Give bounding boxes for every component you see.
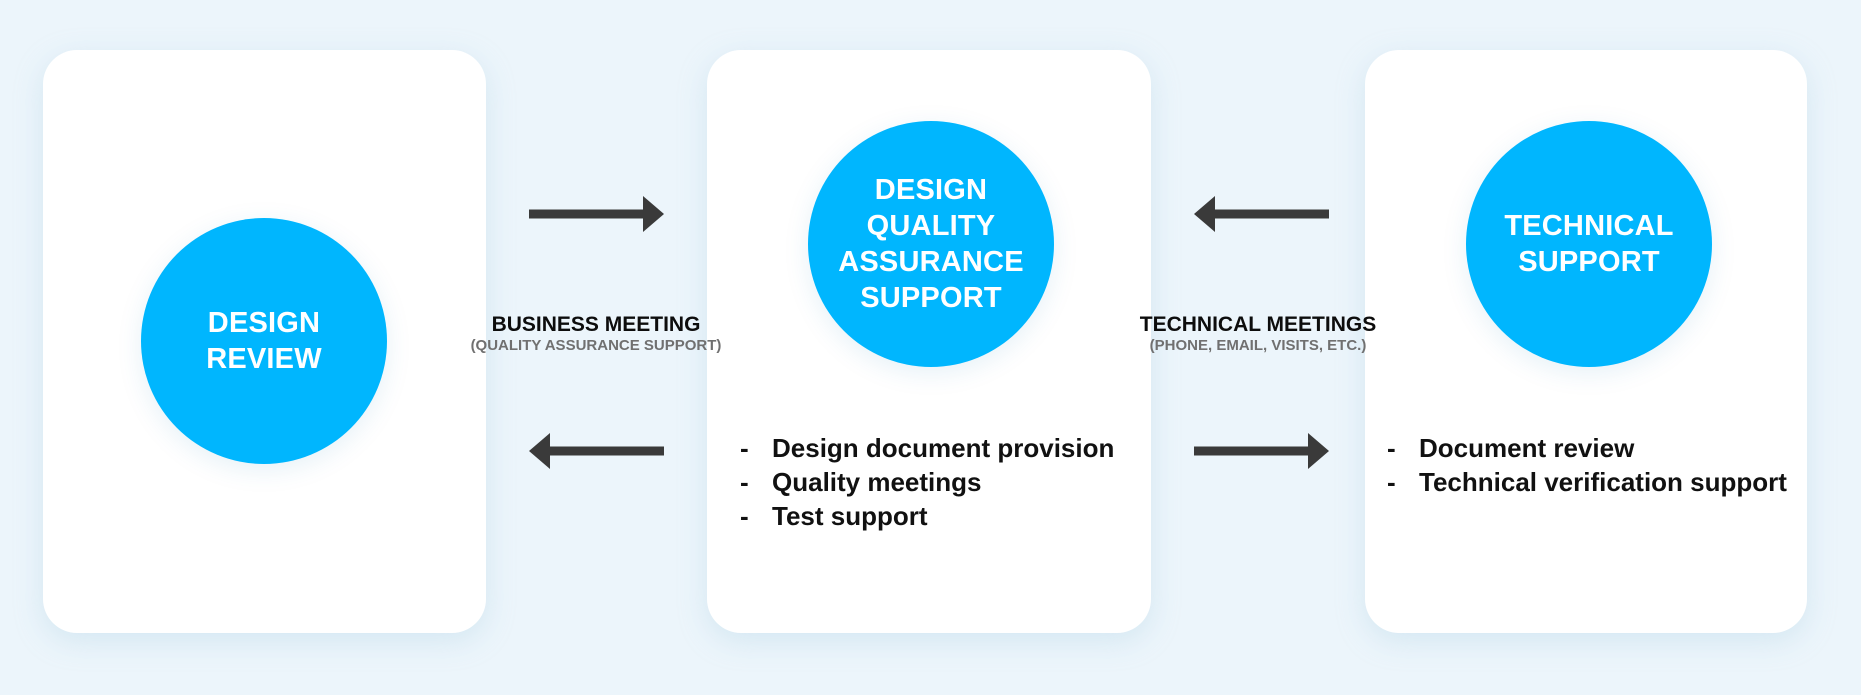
list-item-text: Document review bbox=[1419, 433, 1635, 463]
list-item-text: Design document provision bbox=[772, 433, 1115, 463]
node-title: DESIGN REVIEW bbox=[206, 305, 322, 377]
bullet-dash: - bbox=[740, 501, 749, 531]
list-item-text: Technical verification support bbox=[1419, 467, 1787, 497]
technical-support-item-list: - Document review - Technical verificati… bbox=[1387, 431, 1787, 499]
arrow-left-icon bbox=[1194, 195, 1329, 233]
technical-support-node: TECHNICAL SUPPORT bbox=[1466, 121, 1712, 367]
node-title: TECHNICAL SUPPORT bbox=[1504, 208, 1673, 280]
arrow-right-icon bbox=[1194, 432, 1329, 470]
qa-support-item-list: - Design document provision - Quality me… bbox=[740, 431, 1114, 533]
list-item: - Design document provision bbox=[740, 431, 1114, 465]
arrow-right-icon bbox=[529, 195, 664, 233]
connection-title: TECHNICAL MEETINGS bbox=[1139, 313, 1377, 336]
bullet-dash: - bbox=[740, 467, 749, 497]
technical-meetings-label: TECHNICAL MEETINGS (PHONE, EMAIL, VISITS… bbox=[1108, 313, 1408, 355]
design-review-card: DESIGN REVIEW bbox=[43, 50, 486, 633]
arrow-left-icon bbox=[529, 432, 664, 470]
node-title: DESIGN QUALITY ASSURANCE SUPPORT bbox=[838, 172, 1024, 316]
connection-subtitle: (QUALITY ASSURANCE SUPPORT) bbox=[470, 337, 722, 354]
node-title-line: SUPPORT bbox=[1518, 246, 1660, 278]
node-title-line: ASSURANCE bbox=[838, 246, 1024, 278]
list-item: - Technical verification support bbox=[1387, 465, 1787, 499]
node-title-line: DESIGN bbox=[207, 307, 321, 339]
connection-title: BUSINESS MEETING bbox=[491, 313, 701, 336]
node-title-line: TECHNICAL bbox=[1504, 210, 1674, 242]
bullet-dash: - bbox=[1387, 467, 1396, 497]
node-title-line: SUPPORT bbox=[860, 282, 1002, 314]
list-item-text: Test support bbox=[772, 501, 928, 531]
node-title-line: QUALITY bbox=[866, 210, 996, 242]
design-review-node: DESIGN REVIEW bbox=[141, 218, 387, 464]
list-item: - Quality meetings bbox=[740, 465, 1114, 499]
list-item-text: Quality meetings bbox=[772, 467, 982, 497]
bullet-dash: - bbox=[1387, 433, 1396, 463]
node-title-line: DESIGN bbox=[874, 174, 988, 206]
list-item: - Test support bbox=[740, 499, 1114, 533]
list-item: - Document review bbox=[1387, 431, 1787, 465]
bullet-dash: - bbox=[740, 433, 749, 463]
design-qa-support-node: DESIGN QUALITY ASSURANCE SUPPORT bbox=[808, 121, 1054, 367]
design-qa-support-card: DESIGN QUALITY ASSURANCE SUPPORT - Desig… bbox=[707, 50, 1151, 633]
technical-support-card: TECHNICAL SUPPORT - Document review - Te… bbox=[1365, 50, 1807, 633]
node-title-line: REVIEW bbox=[206, 343, 322, 375]
connection-subtitle: (PHONE, EMAIL, VISITS, ETC.) bbox=[1149, 337, 1367, 354]
business-meeting-label: BUSINESS MEETING (QUALITY ASSURANCE SUPP… bbox=[446, 313, 746, 355]
